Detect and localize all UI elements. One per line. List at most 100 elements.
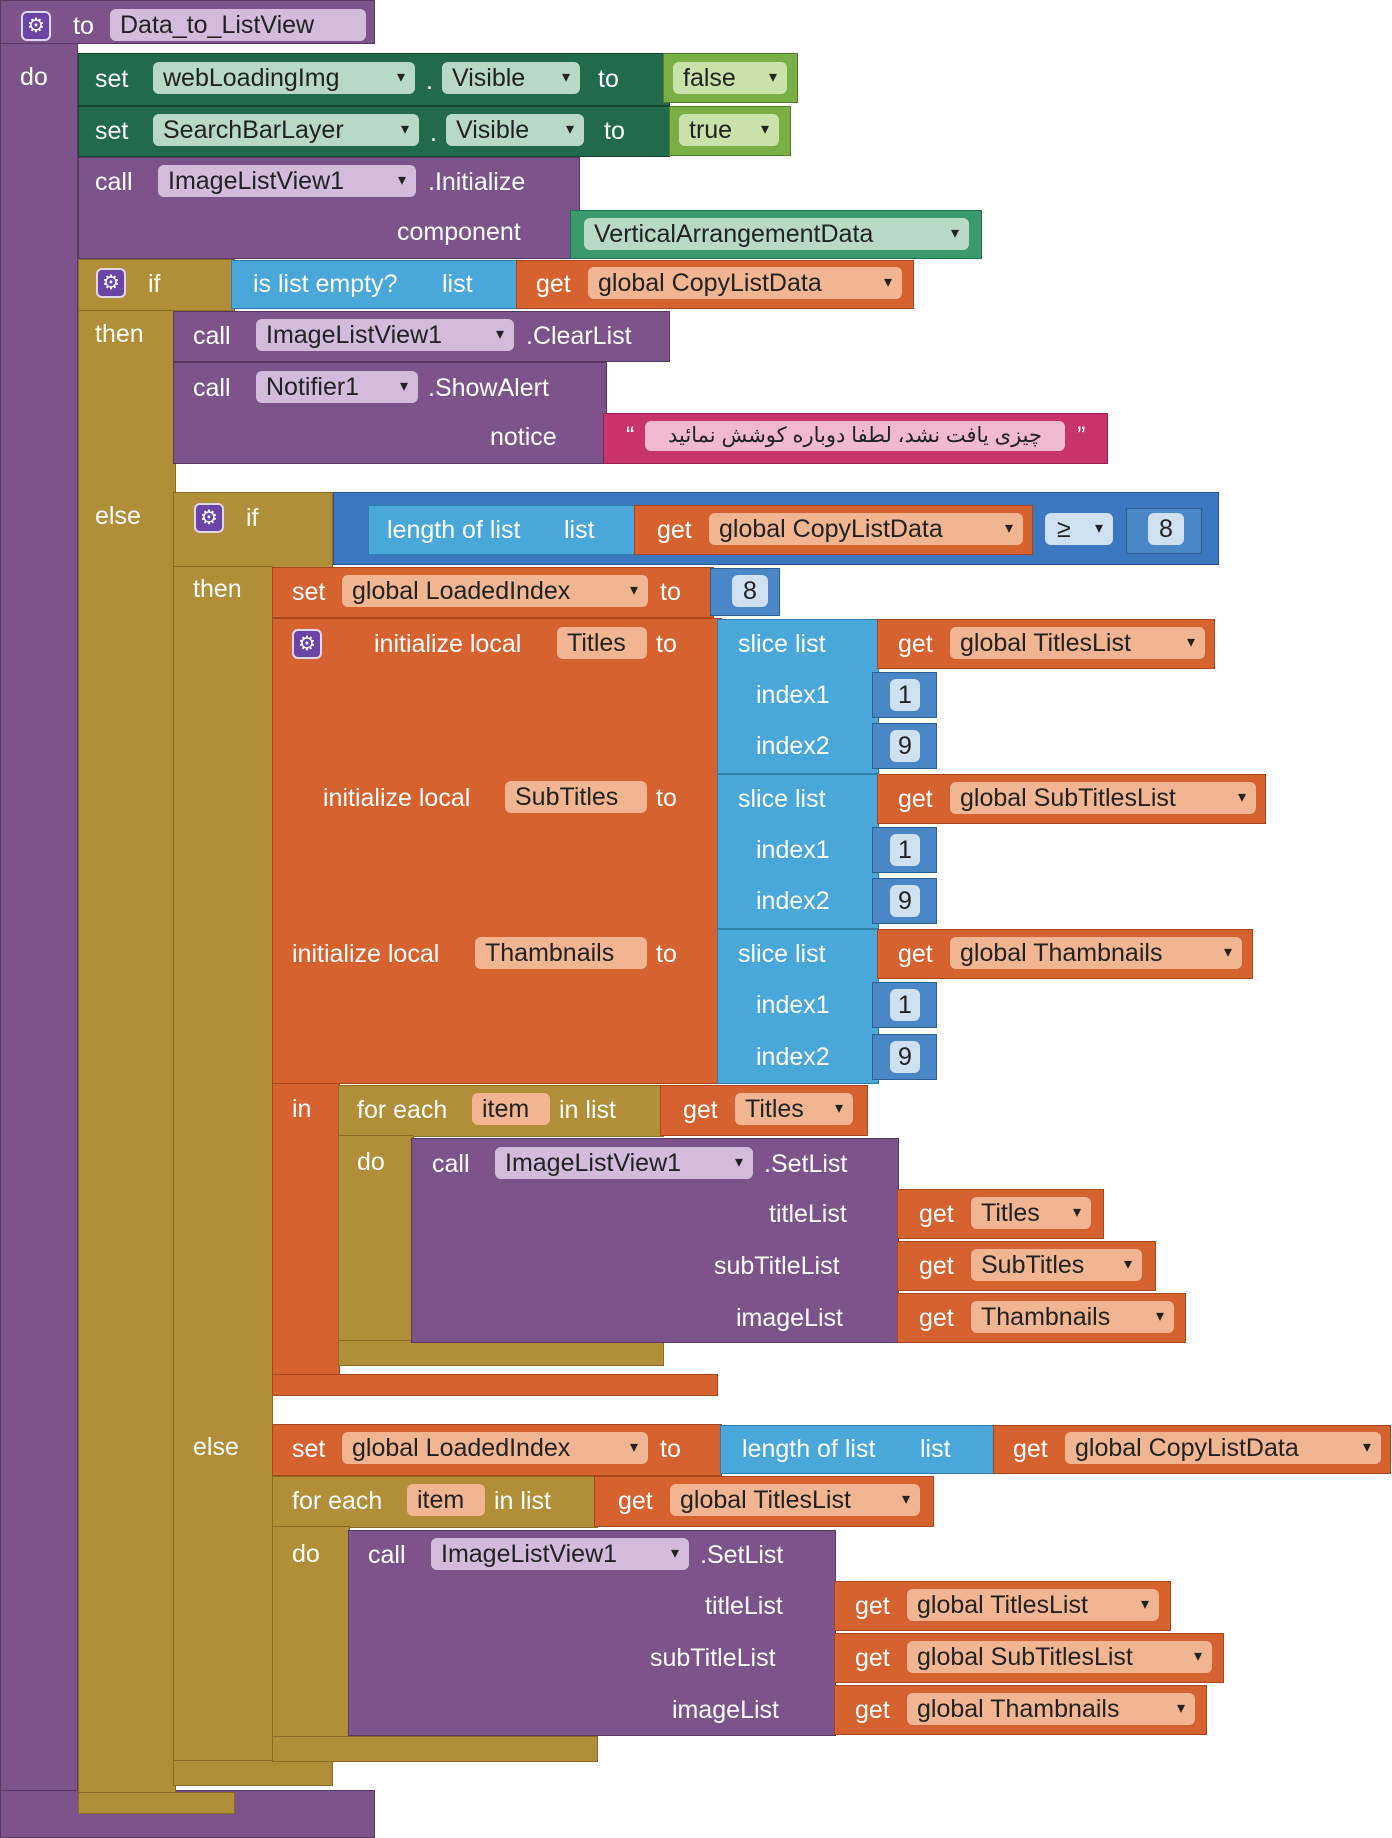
- dot-separator: .: [426, 67, 433, 95]
- is-list-empty-block[interactable]: [231, 260, 521, 309]
- property-dropdown-visible[interactable]: Visible: [446, 114, 584, 146]
- initialize-local-bottom-bar: [272, 1374, 718, 1396]
- number-field[interactable]: 8: [732, 575, 768, 607]
- set-keyword: set: [292, 1435, 326, 1463]
- component-dropdown-notifier1[interactable]: Notifier1: [256, 371, 418, 403]
- get-keyword: get: [683, 1096, 718, 1124]
- method-name: .ShowAlert: [428, 374, 549, 402]
- index2-label: index2: [756, 1043, 830, 1071]
- number-field[interactable]: 9: [890, 1041, 920, 1073]
- component-dropdown-imagelistview1[interactable]: ImageListView1: [495, 1147, 753, 1179]
- variable-dropdown-titleslist[interactable]: global TitlesList: [670, 1484, 920, 1516]
- number-field[interactable]: 8: [1148, 513, 1184, 545]
- if-empty-block[interactable]: [78, 259, 235, 311]
- component-dropdown-imagelistview1[interactable]: ImageListView1: [431, 1538, 689, 1570]
- variable-dropdown-loadedindex[interactable]: global LoadedIndex: [342, 1432, 648, 1464]
- text-field-notice[interactable]: چیزی یافت نشد، لطفا دوباره کوشش نمائید: [645, 421, 1065, 451]
- number-field[interactable]: 1: [890, 679, 920, 711]
- boolean-dropdown-true[interactable]: true: [679, 114, 779, 146]
- init-to-keyword: to: [656, 630, 677, 658]
- procedure-do-keyword: do: [20, 63, 48, 91]
- call-keyword: call: [193, 322, 231, 350]
- get-keyword: get: [919, 1200, 954, 1228]
- component-dropdown-imagelistview1[interactable]: ImageListView1: [256, 319, 514, 351]
- number-field[interactable]: 1: [890, 834, 920, 866]
- local-name-field-subtitles[interactable]: SubTitles: [505, 781, 647, 813]
- index1-label: index1: [756, 991, 830, 1019]
- method-name: .SetList: [764, 1150, 848, 1178]
- if-length-bottom-bar: [173, 1760, 333, 1786]
- then-keyword: then: [95, 320, 144, 348]
- component-dropdown-verticalarrangementdata[interactable]: VerticalArrangementData: [584, 218, 969, 250]
- close-quote: ”: [1077, 422, 1086, 450]
- get-keyword: get: [898, 630, 933, 658]
- length-of-list-block[interactable]: [720, 1425, 995, 1474]
- variable-dropdown-titles[interactable]: Titles: [735, 1093, 853, 1125]
- param-label-titlelist: titleList: [705, 1592, 783, 1620]
- component-dropdown-imagelistview1[interactable]: ImageListView1: [158, 165, 416, 197]
- component-dropdown-webloadingimg[interactable]: webLoadingImg: [153, 62, 415, 94]
- item-name-field[interactable]: item: [407, 1484, 485, 1516]
- set-to-keyword: to: [660, 1435, 681, 1463]
- gear-icon[interactable]: ⚙: [96, 268, 126, 298]
- variable-dropdown-titleslist[interactable]: global TitlesList: [907, 1589, 1159, 1621]
- get-keyword: get: [618, 1487, 653, 1515]
- component-dropdown-searchbarlayer[interactable]: SearchBarLayer: [153, 114, 419, 146]
- get-keyword: get: [919, 1252, 954, 1280]
- in-list-keyword: in list: [559, 1096, 616, 1124]
- call-keyword: call: [95, 168, 133, 196]
- slice-list-label: slice list: [738, 785, 826, 813]
- init-to-keyword: to: [656, 940, 677, 968]
- variable-dropdown-loadedindex[interactable]: global LoadedIndex: [342, 575, 648, 607]
- call-keyword: call: [432, 1150, 470, 1178]
- local-name-field-thambnails[interactable]: Thambnails: [475, 937, 647, 969]
- set-keyword: set: [292, 578, 326, 606]
- get-keyword: get: [898, 785, 933, 813]
- param-label-subtitlelist: subTitleList: [714, 1252, 840, 1280]
- gear-icon[interactable]: ⚙: [21, 11, 51, 41]
- variable-dropdown-subtitleslist[interactable]: global SubTitlesList: [907, 1641, 1212, 1673]
- item-name-field[interactable]: item: [472, 1093, 550, 1125]
- get-keyword: get: [855, 1592, 890, 1620]
- in-keyword: in: [292, 1095, 312, 1123]
- property-dropdown-visible[interactable]: Visible: [442, 62, 580, 94]
- number-field[interactable]: 9: [890, 730, 920, 762]
- open-quote: “: [626, 422, 635, 450]
- list-param-label: list: [564, 516, 595, 544]
- dot-separator: .: [430, 119, 437, 147]
- variable-dropdown-thambnails[interactable]: Thambnails: [971, 1301, 1174, 1333]
- length-of-list-block[interactable]: [368, 505, 638, 555]
- index2-label: index2: [756, 732, 830, 760]
- local-name-field-titles[interactable]: Titles: [557, 627, 647, 659]
- get-keyword: get: [657, 516, 692, 544]
- variable-dropdown-subtitles[interactable]: SubTitles: [971, 1249, 1142, 1281]
- variable-dropdown-copylistdata[interactable]: global CopyListData: [588, 267, 902, 299]
- slice-list-block-titles[interactable]: [717, 619, 879, 774]
- is-list-empty-label: is list empty?: [253, 270, 398, 298]
- variable-dropdown-thambnails[interactable]: global Thambnails: [950, 937, 1242, 969]
- list-param-label: list: [442, 270, 473, 298]
- for-each-bottom-bar: [338, 1340, 664, 1366]
- call-keyword: call: [368, 1541, 406, 1569]
- variable-dropdown-copylistdata[interactable]: global CopyListData: [1065, 1432, 1381, 1464]
- variable-dropdown-thambnails[interactable]: global Thambnails: [907, 1693, 1195, 1725]
- procedure-name-field[interactable]: Data_to_ListView: [110, 9, 366, 41]
- gear-icon[interactable]: ⚙: [292, 629, 322, 659]
- length-of-list-label: length of list: [387, 516, 521, 544]
- number-field[interactable]: 9: [890, 885, 920, 917]
- if-empty-bottom-bar: [78, 1792, 235, 1814]
- set-keyword: set: [95, 65, 129, 93]
- set-to-keyword: to: [598, 65, 619, 93]
- variable-dropdown-titles[interactable]: Titles: [971, 1197, 1091, 1229]
- set-to-keyword: to: [604, 117, 625, 145]
- slice-list-label: slice list: [738, 940, 826, 968]
- operator-dropdown[interactable]: ≥: [1045, 513, 1113, 545]
- variable-dropdown-subtitleslist[interactable]: global SubTitlesList: [950, 782, 1256, 814]
- variable-dropdown-copylistdata[interactable]: global CopyListData: [709, 513, 1023, 545]
- variable-dropdown-titleslist[interactable]: global TitlesList: [950, 627, 1205, 659]
- initialize-local-block[interactable]: [272, 618, 722, 1084]
- gear-icon[interactable]: ⚙: [194, 503, 224, 533]
- get-keyword: get: [898, 940, 933, 968]
- number-field[interactable]: 1: [890, 989, 920, 1021]
- boolean-dropdown-false[interactable]: false: [673, 62, 787, 94]
